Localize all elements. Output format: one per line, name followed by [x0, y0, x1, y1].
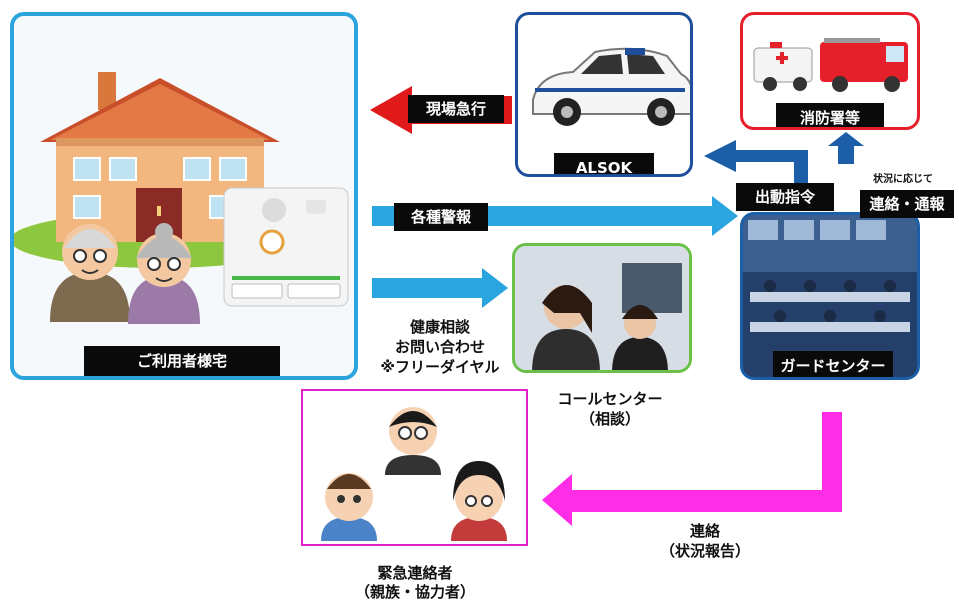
guard-box: ガードセンター: [740, 212, 920, 380]
dispatch-label: 出動指令: [736, 183, 834, 211]
person-icon: [385, 407, 441, 475]
alsok-label: ALSOK: [554, 153, 654, 174]
people-group: [321, 407, 507, 541]
fire-label: 消防署等: [776, 103, 884, 127]
call-center-box: [512, 243, 692, 373]
elderly-couple-icon: [50, 223, 200, 324]
fire-truck-icon: [820, 38, 908, 92]
home-label: ご利用者様宅: [84, 346, 280, 376]
contacts-line2: （親族・協力者）: [354, 583, 475, 601]
contacts-line1: 緊急連絡者: [377, 564, 453, 582]
person-icon: [451, 461, 507, 541]
notify-label: 連絡・通報: [860, 190, 954, 218]
alerts-label: 各種警報: [394, 203, 488, 231]
consult-line3: ※フリーダイヤル: [380, 358, 500, 376]
rush-label: 現場急行: [408, 95, 504, 123]
report-arrow: [542, 412, 842, 526]
callcenter-line2: （相談）: [579, 410, 640, 428]
person-icon: [321, 473, 377, 541]
patrol-car-icon: [532, 47, 690, 126]
report-line2: （状況報告）: [659, 542, 750, 560]
notify-arrow: [828, 132, 864, 164]
situation-small-label: 状況に応じて: [873, 174, 933, 185]
operators-photo: [515, 246, 689, 370]
alsok-box: ALSOK: [515, 12, 693, 177]
callcenter-line1: コールセンター: [557, 390, 663, 408]
ambulance-icon: [753, 42, 813, 91]
consult-line1: 健康相談: [409, 318, 470, 336]
contacts-box: [301, 389, 528, 546]
home-box: ご利用者様宅: [10, 12, 358, 380]
fire-box: 消防署等: [740, 12, 920, 130]
consult-line2: お問い合わせ: [394, 338, 485, 356]
dispatch-arrow: [704, 140, 808, 210]
guard-label: ガードセンター: [773, 351, 893, 377]
alarm-device-icon: [223, 187, 349, 307]
report-line1: 連絡: [689, 522, 720, 540]
consult-arrow: [372, 268, 508, 308]
